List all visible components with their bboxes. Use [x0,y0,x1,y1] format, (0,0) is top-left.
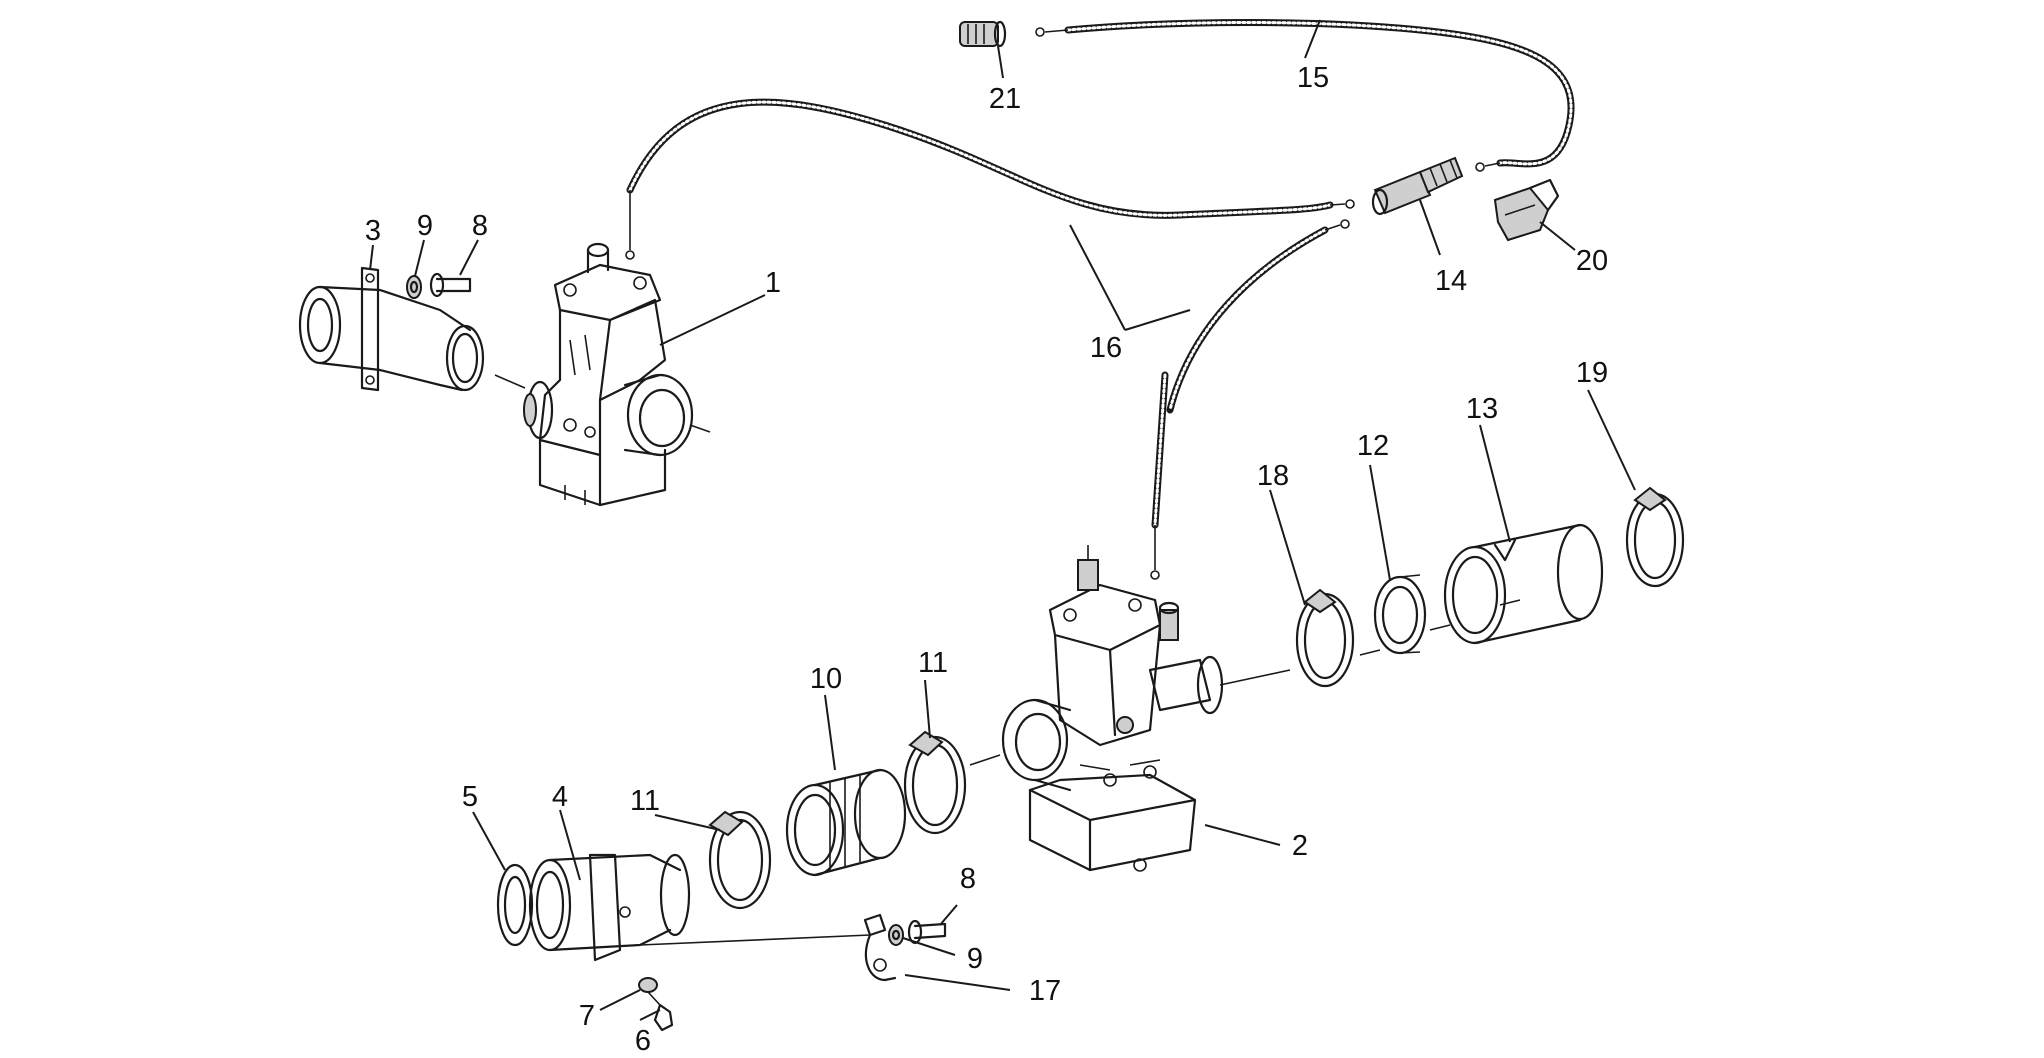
callout-5: 5 [462,781,478,813]
bolt-8-lower [907,919,947,945]
cable-nipple-21 [959,20,1007,48]
bolt-8 [429,272,472,298]
callout-labels: 1 2 3 4 5 6 7 8 8 9 9 10 11 11 12 13 14 … [365,62,1608,1057]
air-filter-sleeve-13 [1443,523,1604,645]
callout-6: 6 [635,1025,651,1057]
callout-18: 18 [1257,460,1289,492]
callout-9-bottom: 9 [967,943,983,975]
hose-clamp-18 [1295,588,1355,688]
throttle-cable-16-branch [1150,219,1350,580]
callout-15: 15 [1297,62,1329,94]
intake-flange-4 [528,853,871,962]
spacer-ring-12 [1373,574,1427,655]
callout-12: 12 [1357,430,1389,462]
intake-axis-line [969,754,1001,766]
callout-8-top: 8 [472,210,488,242]
callout-3: 3 [365,215,381,247]
callout-7: 7 [579,1000,595,1032]
hose-clamp-11-left [708,810,772,910]
callout-21: 21 [989,83,1021,115]
carburetor-2 [1001,545,1224,872]
callout-14: 14 [1435,265,1467,297]
callout-19: 19 [1576,357,1608,389]
callout-4: 4 [552,781,568,813]
carburetor-1 [494,242,711,507]
callout-9-top: 9 [417,210,433,242]
gasket-5 [496,863,534,947]
callout-13: 13 [1466,393,1498,425]
cable-cap-20 [1493,178,1560,242]
intake-manifold-3 [298,266,485,392]
callout-11-right: 11 [918,647,948,679]
callout-8-bottom: 8 [960,863,976,895]
screw-6 [647,991,674,1032]
callout-10: 10 [810,663,842,695]
callout-1: 1 [765,267,781,299]
leader-lines [369,19,1636,1021]
callout-11-left: 11 [630,785,660,817]
throttle-cable-15 [1035,19,1575,172]
callout-2: 2 [1292,830,1308,862]
hose-clamp-11-right [903,730,967,835]
callout-20: 20 [1576,245,1608,277]
cable-adjuster-14 [1371,156,1464,216]
callout-17: 17 [1029,975,1061,1007]
bracket-17 [863,913,897,982]
washer-9-lower [888,924,904,946]
assembly-axis-line [1219,599,1521,686]
rubber-connector-10 [785,768,907,877]
washer-9 [406,275,422,299]
throttle-cable-16 [625,98,1355,260]
callout-16: 16 [1090,332,1122,364]
washer-7 [638,977,658,993]
hose-clamp-19 [1625,486,1685,588]
